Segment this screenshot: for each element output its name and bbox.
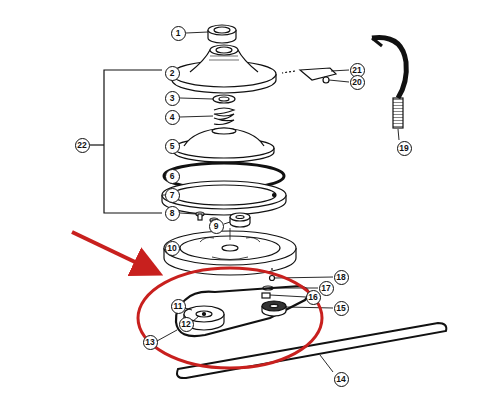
bearing [230, 213, 250, 227]
callout-number: 2 [165, 66, 180, 81]
leader-lines [186, 32, 208, 33]
clutch-dome [212, 128, 236, 134]
spring [214, 108, 234, 125]
seal-ring [208, 25, 236, 43]
callout-number: 14 [334, 372, 349, 387]
hub-cover [210, 45, 238, 55]
leader-lines [320, 355, 333, 372]
base-plate [162, 181, 286, 209]
nut-washer [270, 276, 275, 281]
leader-lines [224, 222, 230, 224]
spring-clip [372, 38, 382, 46]
main-pulley [222, 245, 238, 251]
group-bracket [104, 70, 162, 213]
assembly-parts [162, 25, 446, 378]
leader-lines [270, 295, 306, 297]
base-plate [172, 185, 276, 205]
callout-number: 22 [75, 138, 90, 153]
clutch-dome [184, 128, 264, 146]
hub-cover [172, 45, 276, 93]
bracket-clip [282, 68, 336, 83]
highlight [138, 268, 322, 368]
idler-pulley [270, 304, 278, 307]
group-bracket [90, 144, 104, 145]
callout-number: 19 [397, 141, 412, 156]
callout-number: 16 [306, 290, 321, 305]
group-bracket [90, 70, 162, 213]
callout-number: 3 [165, 91, 180, 106]
leader-lines [180, 98, 213, 99]
idler-pulley [262, 301, 286, 311]
leader-lines [180, 116, 213, 117]
drive-belt [176, 286, 309, 336]
spring [214, 108, 234, 125]
callout-number: 17 [319, 281, 334, 296]
leader-lines [329, 80, 349, 82]
leader-lines [331, 70, 349, 71]
callout-number: 5 [165, 139, 180, 154]
leader-lines [180, 213, 196, 214]
spring-clip [393, 98, 403, 128]
highlight [72, 232, 322, 368]
bracket-clip [282, 71, 295, 73]
callout-number: 4 [165, 110, 180, 125]
seal-ring [214, 27, 230, 33]
hub-cover [216, 47, 232, 53]
leader-lines [398, 129, 399, 140]
washer [213, 95, 235, 103]
callout-number: 8 [165, 206, 180, 221]
washer [213, 95, 235, 103]
bracket-clip [323, 77, 329, 83]
main-pulley [230, 228, 231, 240]
screw [198, 214, 202, 220]
long-belt [177, 323, 446, 378]
nut-washer [262, 293, 270, 298]
bearing [230, 213, 250, 221]
motor-pulley [203, 313, 206, 316]
spring-clip [372, 38, 406, 99]
callout-number: 13 [143, 335, 158, 350]
callout-number: 1 [171, 26, 186, 41]
leader-lines [185, 308, 192, 310]
highlight [72, 232, 156, 272]
base-plate [162, 181, 286, 215]
bracket-clip [300, 68, 336, 80]
leader-lines [157, 330, 177, 341]
callout-number: 15 [334, 301, 349, 316]
callout-number: 10 [165, 241, 180, 256]
callout-number: 20 [350, 75, 365, 90]
callout-number: 9 [209, 219, 224, 234]
washer [219, 97, 229, 101]
idler-pulley [262, 301, 286, 316]
spring-clip [372, 38, 406, 129]
callout-number: 6 [165, 169, 180, 184]
callout-number: 18 [334, 270, 349, 285]
leader-lines [157, 32, 399, 372]
base-plate [273, 194, 276, 197]
drive-belt [176, 286, 309, 336]
leader-lines [273, 288, 318, 289]
clutch-dome [174, 128, 274, 162]
main-pulley [200, 238, 260, 260]
callout-number: 12 [179, 317, 194, 332]
long-belt [177, 323, 446, 378]
leader-lines [286, 307, 333, 308]
hub-cover [210, 56, 238, 57]
callout-number: 11 [171, 299, 186, 314]
callout-number: 7 [165, 188, 180, 203]
bearing [236, 216, 244, 219]
hub-cover [209, 60, 239, 61]
seal-ring [208, 25, 236, 35]
